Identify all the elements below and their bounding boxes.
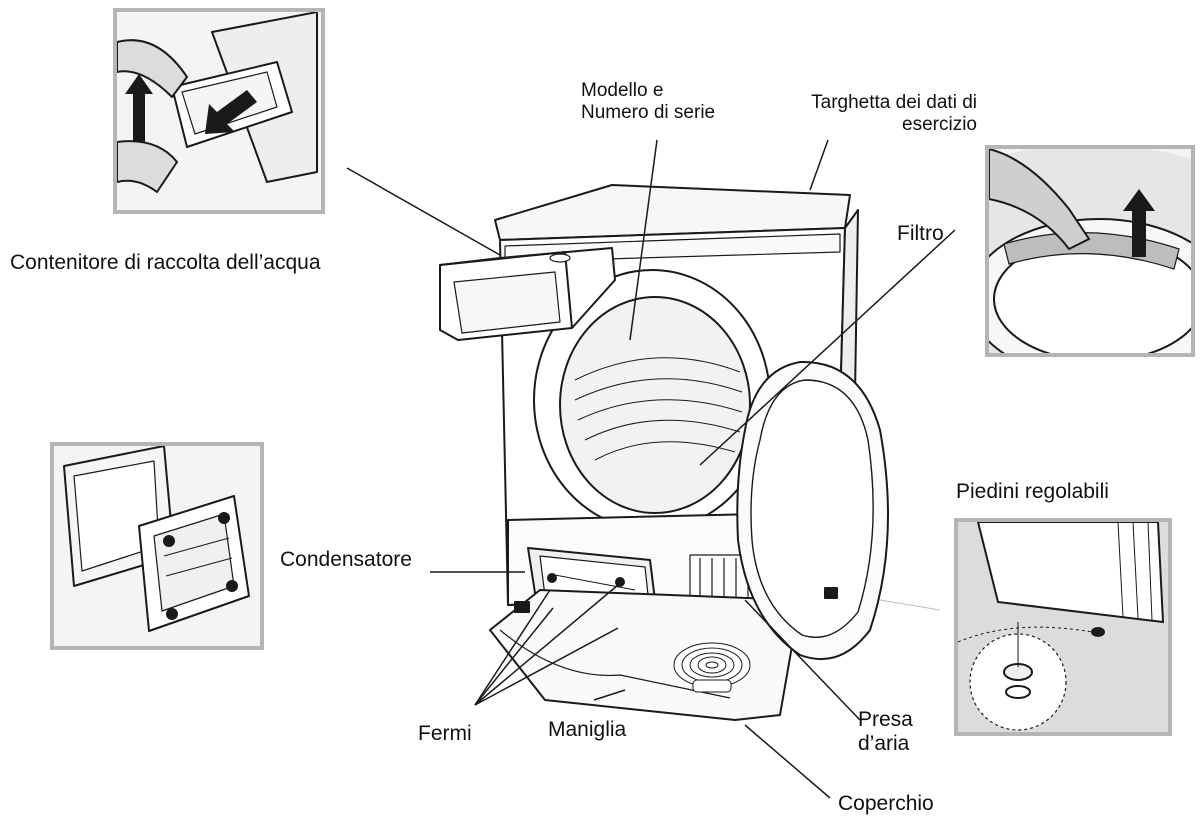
- label-air-intake: Presa d’aria: [858, 708, 913, 756]
- leader-filter: [699, 229, 956, 466]
- label-model-serial-line2: Numero di serie: [581, 102, 716, 123]
- leader-lines: [346, 139, 956, 799]
- heat-exchanger-coil: [673, 642, 751, 693]
- label-adjustable-feet: Piedini regolabili: [956, 480, 1109, 503]
- label-air-intake-line2: d’aria: [858, 732, 910, 755]
- label-condenser: Condensatore: [280, 548, 412, 571]
- leader-latch-1: [474, 589, 551, 706]
- up-arrow-icon: [125, 74, 153, 142]
- drum-opening-inner: [559, 296, 751, 514]
- up-arrow-icon: [1123, 189, 1155, 257]
- leader-handle: [593, 689, 626, 701]
- label-handle: Maniglia: [548, 718, 627, 741]
- label-cover: Coperchio: [838, 792, 934, 815]
- leader-feet: [879, 599, 941, 611]
- inset-condenser: [50, 442, 264, 650]
- inset-adjustable-feet: [954, 518, 1172, 736]
- leader-latch-4: [474, 584, 619, 706]
- label-water-container: Contenitore di raccolta dell’acqua: [10, 251, 321, 274]
- label-air-intake-line1: Presa: [858, 708, 913, 731]
- leader-air-intake: [744, 599, 861, 721]
- label-model-serial-line1: Modello e: [581, 80, 664, 101]
- leader-cover: [744, 724, 831, 799]
- leader-rating-plate: [809, 139, 829, 191]
- leader-latch-2: [474, 607, 554, 706]
- label-latches: Fermi: [418, 722, 472, 745]
- label-filter: Filtro: [897, 222, 944, 245]
- down-arrow-icon: [205, 90, 257, 134]
- inset-filter: [985, 145, 1195, 357]
- inset-water-container: [113, 8, 325, 214]
- dryer-top-panel: [494, 184, 851, 241]
- label-rating-plate: Targhetta dei dati di esercizio: [811, 92, 977, 136]
- leader-latch-3: [474, 627, 619, 706]
- label-rating-plate-line1: Targhetta dei dati di: [811, 92, 977, 113]
- latch: [615, 577, 625, 587]
- leader-water-container: [346, 167, 501, 256]
- leader-model-serial: [629, 139, 658, 341]
- label-model-serial: Modello e Numero di serie: [581, 80, 715, 124]
- label-rating-plate-line2: esercizio: [902, 114, 977, 135]
- latch: [547, 573, 557, 583]
